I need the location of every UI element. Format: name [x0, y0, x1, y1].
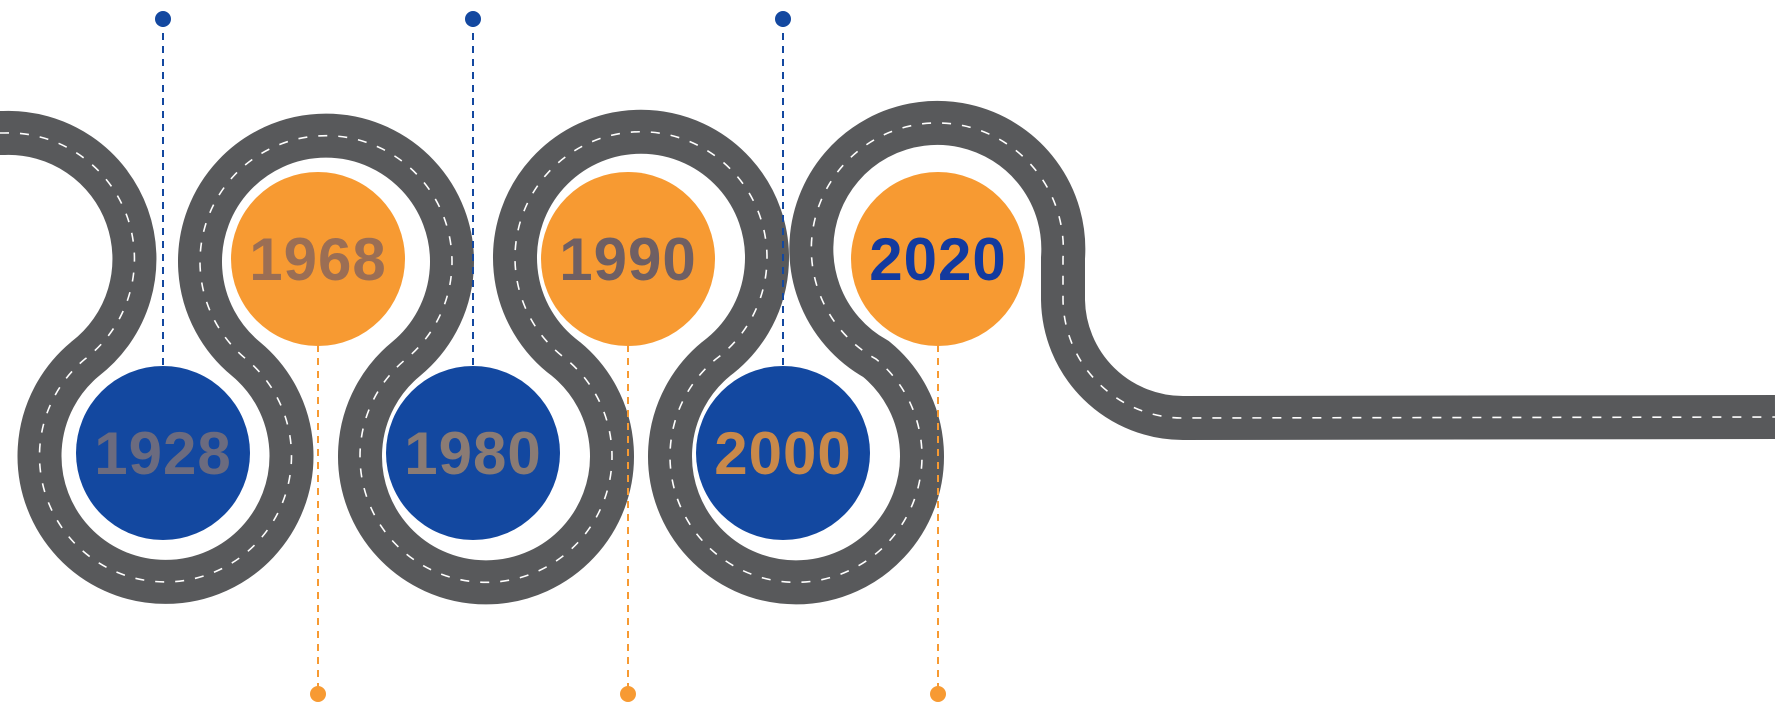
milestone-disc-2000: [696, 366, 870, 540]
stem-dot-1968: [310, 686, 326, 702]
milestone-year-1980: 1980: [404, 420, 541, 487]
milestone-2020: 2020: [851, 172, 1025, 346]
milestone-disc-1990: [541, 172, 715, 346]
milestone-year-2000: 2000: [714, 420, 851, 487]
stem-dot-2020: [930, 686, 946, 702]
milestones: 1928 1968 1980 1990 2000 2020: [76, 172, 1025, 540]
milestone-year-1990: 1990: [559, 226, 696, 293]
milestone-1990: 1990: [541, 172, 715, 346]
milestone-year-1928: 1928: [94, 420, 231, 487]
stem-dot-1928: [155, 11, 171, 27]
road-lane-marking: [0, 122, 1775, 584]
milestone-disc-1928: [76, 366, 250, 540]
milestone-2000: 2000: [696, 366, 870, 540]
milestone-1968: 1968: [231, 172, 405, 346]
stem-dot-1980: [465, 11, 481, 27]
milestone-year-1968: 1968: [249, 226, 386, 293]
stem-dot-2000: [775, 11, 791, 27]
milestone-1928: 1928: [76, 366, 250, 540]
stem-dot-1990: [620, 686, 636, 702]
milestone-disc-2020: [851, 172, 1025, 346]
stems: [162, 20, 939, 692]
milestone-disc-1980: [386, 366, 560, 540]
milestone-year-2020: 2020: [869, 226, 1006, 293]
road: [0, 100, 1775, 605]
stem-dots: [155, 11, 946, 702]
milestone-1980: 1980: [386, 366, 560, 540]
milestone-disc-1968: [231, 172, 405, 346]
